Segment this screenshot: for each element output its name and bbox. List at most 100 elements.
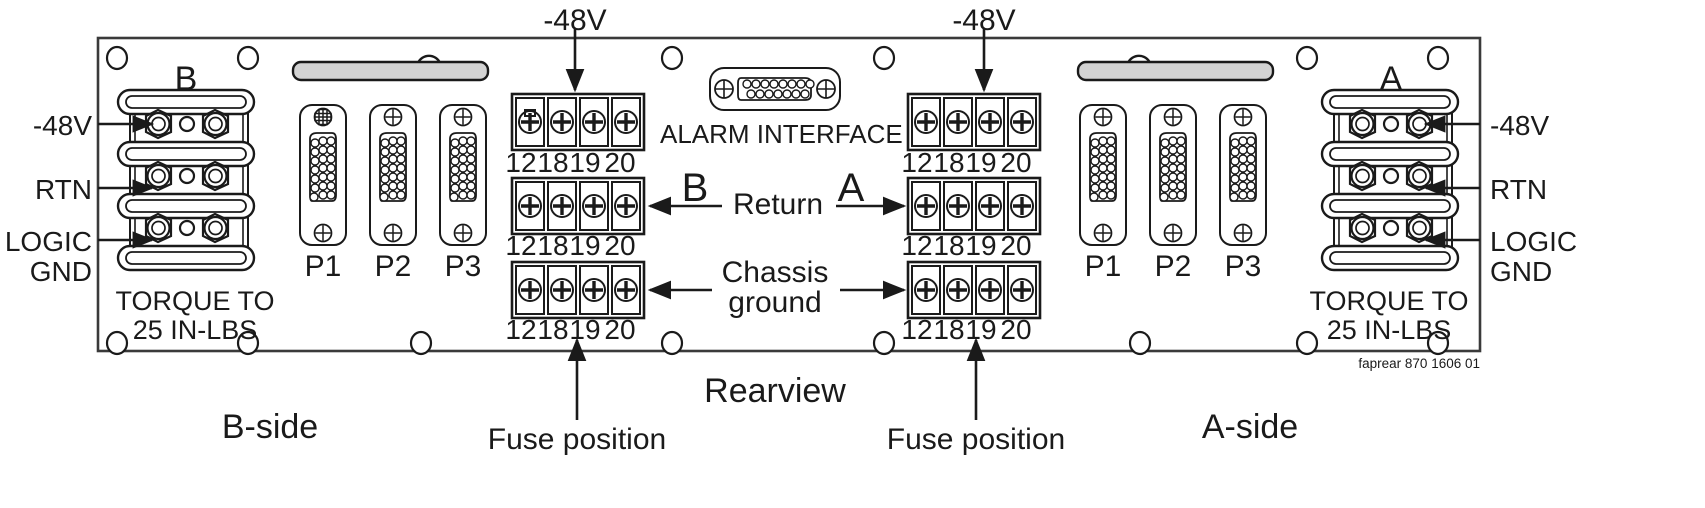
termnum-left-return-2: 19 — [569, 230, 601, 261]
termnum-right-chassis-1: 18 — [933, 314, 965, 345]
bus-lug — [1320, 88, 1460, 116]
dsub-connector-left-p1 — [299, 104, 347, 246]
callout-right-rtn: RTN — [1490, 174, 1548, 205]
termnum-right-return-2: 19 — [965, 230, 997, 261]
bus-lug — [116, 88, 256, 116]
mounting-hole — [1295, 330, 1319, 356]
termnum-right-feed-2: 19 — [965, 147, 997, 178]
label-a-side: A-side — [1201, 408, 1299, 446]
callout-left-48v: -48V — [32, 110, 92, 141]
callout-right-logic-gnd-line1: LOGIC — [1490, 226, 1578, 257]
termnum-left-chassis-1: 18 — [537, 314, 569, 345]
termnum-right-chassis-2: 19 — [965, 314, 997, 345]
mounting-hole — [105, 45, 129, 71]
alarm-pin-row-top — [742, 79, 815, 89]
handle-right — [1076, 54, 1275, 82]
termnum-left-chassis-3: 20 — [604, 314, 636, 345]
label-bus-group-right: A — [1379, 60, 1403, 98]
mounting-hole — [236, 330, 260, 356]
mounting-hole — [872, 45, 896, 71]
torque-note-right-line1: TORQUE TO — [1309, 286, 1469, 316]
terminal-block-left-chassis — [510, 260, 646, 320]
label-48v-top-left: -48V — [543, 4, 607, 37]
bus-lug — [1320, 192, 1460, 220]
mounting-holes — [105, 45, 1450, 356]
label-alarm-interface: ALARM INTERFACE — [660, 119, 903, 149]
label-right-p2: P2 — [1154, 250, 1192, 283]
callout-left-logic-gnd-line1: LOGIC — [4, 226, 92, 257]
bus-bar-left — [116, 88, 256, 272]
termnum-left-feed-1: 18 — [537, 147, 569, 178]
termnum-left-return-3: 20 — [604, 230, 636, 261]
dsub-connector-right-p1 — [1079, 104, 1127, 246]
torque-note-left-line1: TORQUE TO — [115, 286, 275, 316]
termnum-right-feed-0: 12 — [901, 147, 933, 178]
label-bus-group-left: B — [174, 60, 198, 98]
termnum-left-chassis-2: 19 — [569, 314, 601, 345]
dsub-connector-right-p2 — [1149, 104, 1197, 246]
mounting-hole — [660, 330, 684, 356]
termnum-right-feed-1: 18 — [933, 147, 965, 178]
label-fuse-position-right: Fuse position — [886, 423, 1066, 456]
termnum-right-return-3: 20 — [1000, 230, 1032, 261]
mounting-hole — [1128, 330, 1152, 356]
bus-lug — [116, 192, 256, 220]
terminal-block-right-return — [906, 176, 1042, 236]
termnum-right-chassis-3: 20 — [1000, 314, 1032, 345]
termnum-left-feed-0: 12 — [505, 147, 537, 178]
label-b-side: B-side — [221, 408, 319, 446]
terminal-block-left-return — [510, 176, 646, 236]
left-bus-callout-lines — [98, 115, 155, 249]
callout-right-logic-gnd-line2: GND — [1490, 256, 1553, 287]
label-fuse-position-left: Fuse position — [487, 423, 667, 456]
mounting-hole — [1426, 45, 1450, 71]
label-left-p1: P1 — [304, 250, 342, 283]
mounting-hole — [409, 330, 433, 356]
callout-left-logic-gnd-line2: GND — [29, 256, 92, 287]
bus-bar-right — [1320, 88, 1460, 272]
bus-lug — [116, 244, 256, 272]
callout-right-48v: -48V — [1490, 110, 1550, 141]
annotation-arrows — [565, 28, 994, 420]
termnum-left-return-1: 18 — [537, 230, 569, 261]
dsub-connector-left-p2 — [369, 104, 417, 246]
bus-nut-row — [1348, 160, 1434, 192]
part-code: faprear 870 1606 01 — [1358, 356, 1480, 371]
bus-nut-row — [144, 212, 230, 244]
right-bus-callout-lines — [1423, 115, 1480, 249]
page-title: Rearview — [704, 372, 846, 410]
termnum-left-feed-3: 20 — [604, 147, 636, 178]
label-48v-top-right: -48V — [952, 4, 1016, 37]
mounting-hole — [1295, 45, 1319, 71]
dsub-connector-right-p3 — [1219, 104, 1267, 246]
terminal-block-right-feed — [906, 92, 1042, 152]
label-left-p3: P3 — [444, 250, 482, 283]
termnum-left-chassis-0: 12 — [505, 314, 537, 345]
terminal-block-right-chassis — [906, 260, 1042, 320]
bus-nut-row — [1348, 212, 1434, 244]
label-chassis-ground-line2: ground — [728, 286, 822, 319]
mounting-hole — [236, 45, 260, 71]
bus-lug — [1320, 244, 1460, 272]
mounting-hole — [872, 330, 896, 356]
termnum-left-feed-2: 19 — [569, 147, 601, 178]
label-return-side-a: A — [837, 166, 865, 210]
callout-left-rtn: RTN — [34, 174, 92, 205]
termnum-right-feed-3: 20 — [1000, 147, 1032, 178]
bus-lug — [116, 140, 256, 168]
termnum-right-return-1: 18 — [933, 230, 965, 261]
termnum-left-return-0: 12 — [505, 230, 537, 261]
termnum-right-return-0: 12 — [901, 230, 933, 261]
label-left-p2: P2 — [374, 250, 412, 283]
termnum-right-chassis-0: 12 — [901, 314, 933, 345]
alarm-pin-row-bottom — [746, 89, 810, 99]
torque-note-left-line2: 25 IN-LBS — [132, 315, 258, 345]
handle-left — [291, 54, 490, 82]
label-right-p3: P3 — [1224, 250, 1262, 283]
terminal-block-left-feed — [510, 92, 646, 152]
dsub-connector-left-p3 — [439, 104, 487, 246]
torque-note-right-line2: 25 IN-LBS — [1326, 315, 1452, 345]
label-return: Return — [732, 188, 824, 221]
